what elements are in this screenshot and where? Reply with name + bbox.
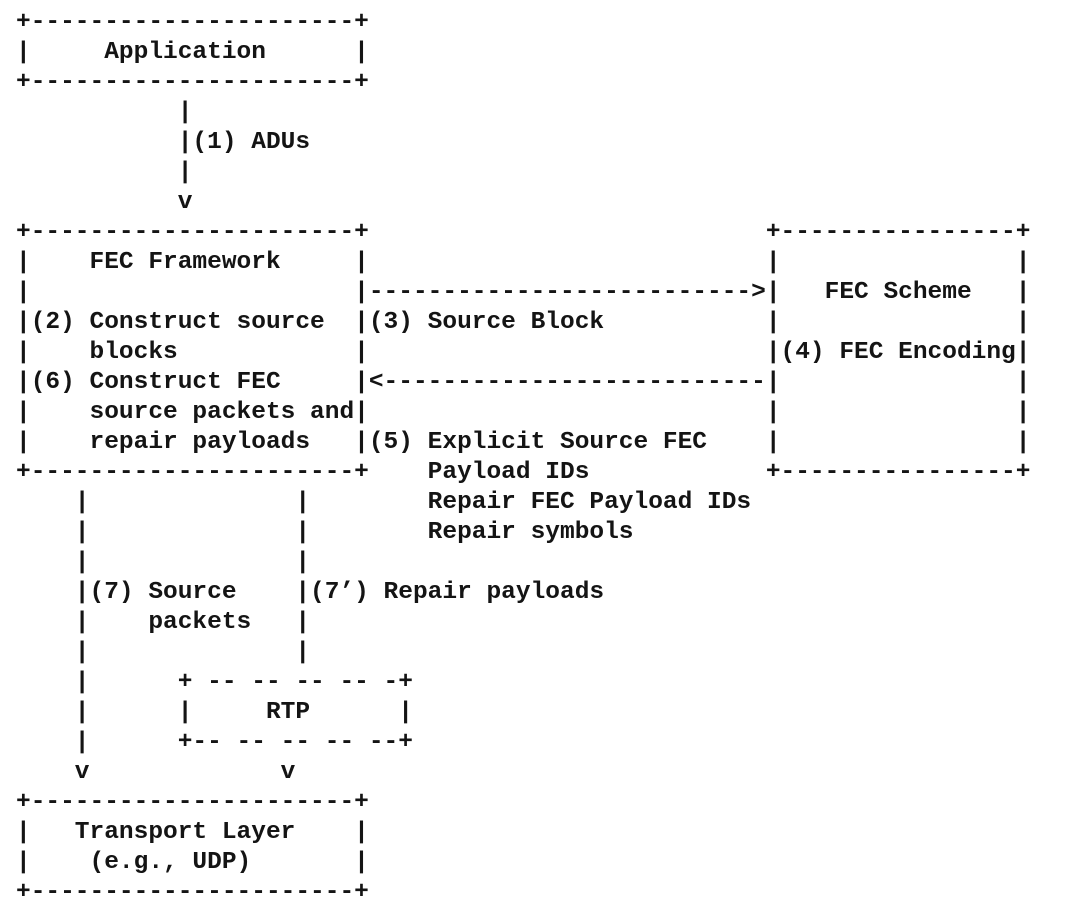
fec-framework-sender-diagram: +----------------------+ | Application |…: [16, 9, 1031, 906]
ascii-diagram: +----------------------+ | Application |…: [16, 9, 1031, 906]
